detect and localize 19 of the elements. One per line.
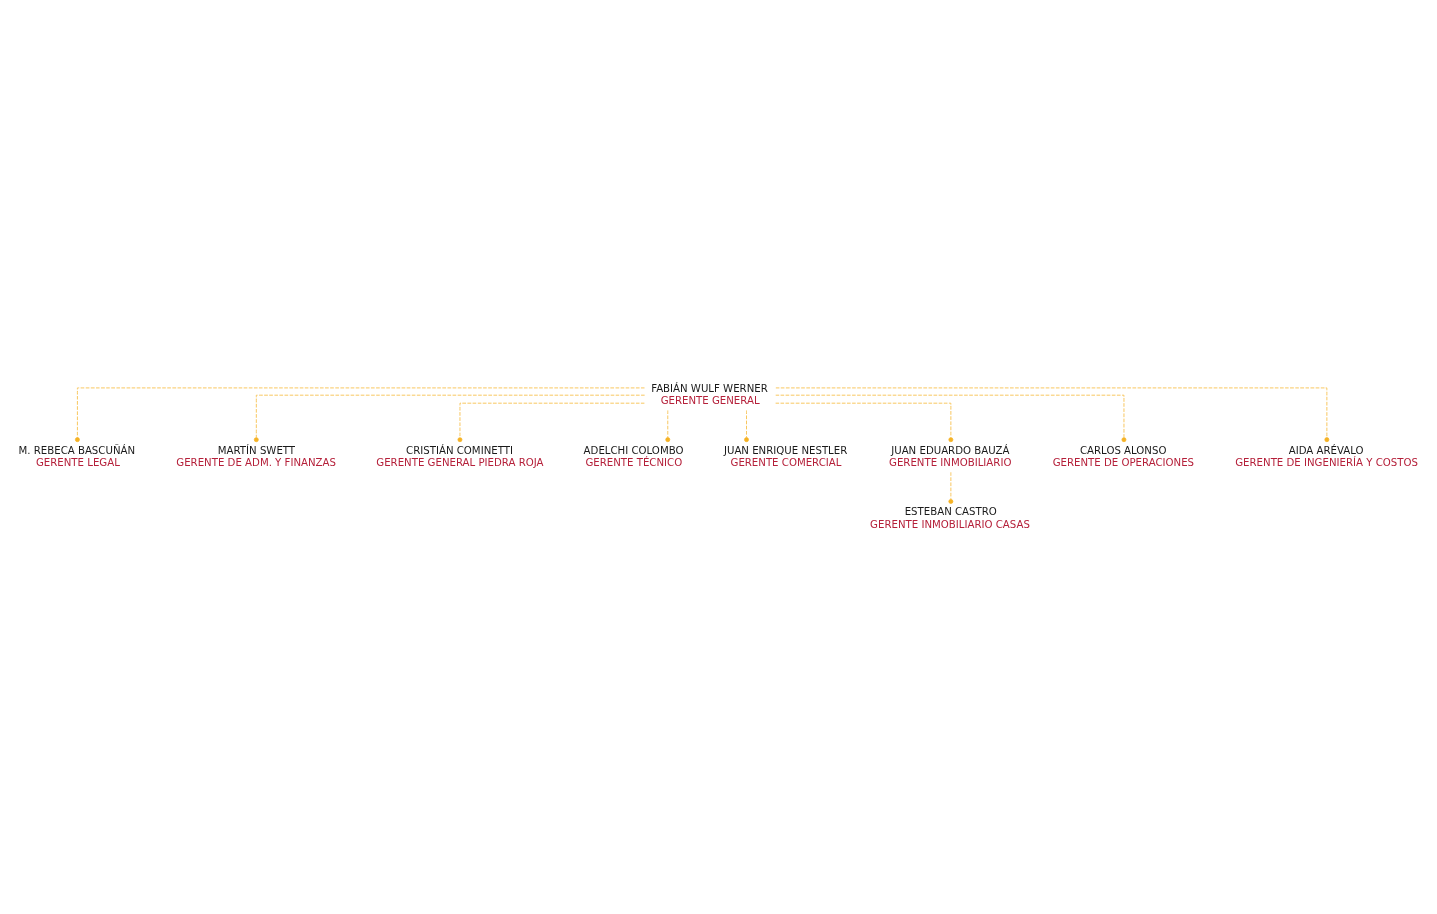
connector bbox=[75, 387, 645, 443]
node-text: ESTEBAN CASTRO GERENTE INMOBILIARIO CASAS bbox=[870, 506, 1030, 530]
connector bbox=[744, 410, 749, 443]
node-text: JUAN ENRIQUE NESTLER GERENTE COMERCIAL bbox=[723, 444, 848, 468]
node-text: CRISTIÁN COMINETTI GERENTE GENERAL PIEDRA ROJA bbox=[376, 444, 544, 468]
connector bbox=[948, 471, 954, 504]
node-text: JUAN EDUARDO BAUZÁ GERENTE INMOBILIARIO bbox=[889, 444, 1012, 468]
connector bbox=[775, 387, 1330, 443]
connector bbox=[775, 394, 1127, 443]
node-text: AIDA ARÉVALO GERENTE DE INGENIERÍA Y COSTOS bbox=[1235, 444, 1418, 468]
connector bbox=[775, 402, 954, 443]
node-text: M. REBECA BASCUÑÁN GERENTE LEGAL bbox=[18, 444, 136, 468]
connector bbox=[457, 402, 645, 443]
node-text: CARLOS ALONSO GERENTE DE OPERACIONES bbox=[1052, 444, 1195, 468]
connector bbox=[665, 410, 671, 443]
connector bbox=[253, 394, 645, 443]
node-text: MARTÍN SWETT GERENTE DE ADM. Y FINANZAS bbox=[176, 444, 336, 468]
node-text: ADELCHI COLOMBO GERENTE TÉCNICO bbox=[583, 444, 684, 468]
node-text: FABIÁN WULF WERNER GERENTE GENERAL bbox=[651, 382, 768, 407]
